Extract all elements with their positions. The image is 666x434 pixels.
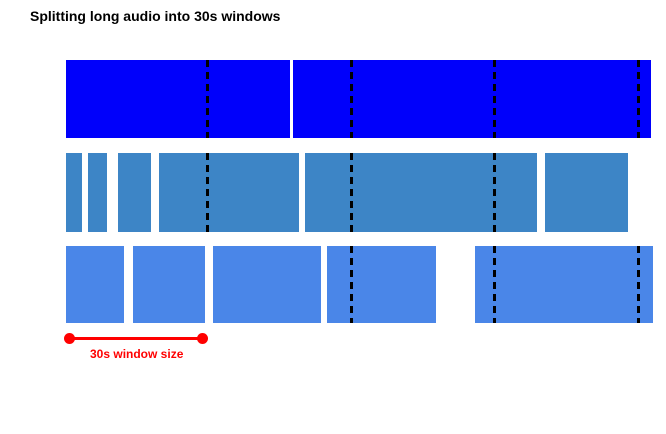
- window-size-label: 30s window size: [90, 347, 184, 361]
- timeline-segment-bottom: [475, 246, 653, 323]
- window-boundary-dash: [493, 246, 496, 323]
- timeline-segment-bottom: [327, 246, 436, 323]
- window-boundary-dash: [493, 153, 496, 232]
- window-boundary-dash: [206, 60, 209, 138]
- timeline-row-top: [0, 60, 666, 138]
- timeline-row-bottom: [0, 246, 666, 323]
- window-boundary-dash: [350, 60, 353, 138]
- window-size-line: [69, 337, 202, 340]
- window-boundary-dash: [493, 60, 496, 138]
- timeline-row-middle: [0, 153, 666, 232]
- timeline-segment-middle: [88, 153, 107, 232]
- window-size-endpoint-left: [64, 333, 75, 344]
- window-boundary-dash: [206, 153, 209, 232]
- timeline-segment-middle: [66, 153, 82, 232]
- timeline-segment-top: [66, 60, 290, 138]
- timeline-segment-middle: [545, 153, 628, 232]
- window-size-endpoint-right: [197, 333, 208, 344]
- window-boundary-dash: [637, 246, 640, 323]
- figure-title: Splitting long audio into 30s windows: [30, 8, 281, 24]
- timeline-segment-middle: [118, 153, 151, 232]
- window-boundary-dash: [350, 153, 353, 232]
- timeline-segment-bottom: [133, 246, 205, 323]
- timeline-segment-middle: [305, 153, 537, 232]
- timeline-segment-bottom: [213, 246, 321, 323]
- window-boundary-dash: [637, 60, 640, 138]
- timeline-segment-bottom: [66, 246, 124, 323]
- timeline-segment-middle: [159, 153, 299, 232]
- timeline-segment-top: [293, 60, 651, 138]
- window-boundary-dash: [350, 246, 353, 323]
